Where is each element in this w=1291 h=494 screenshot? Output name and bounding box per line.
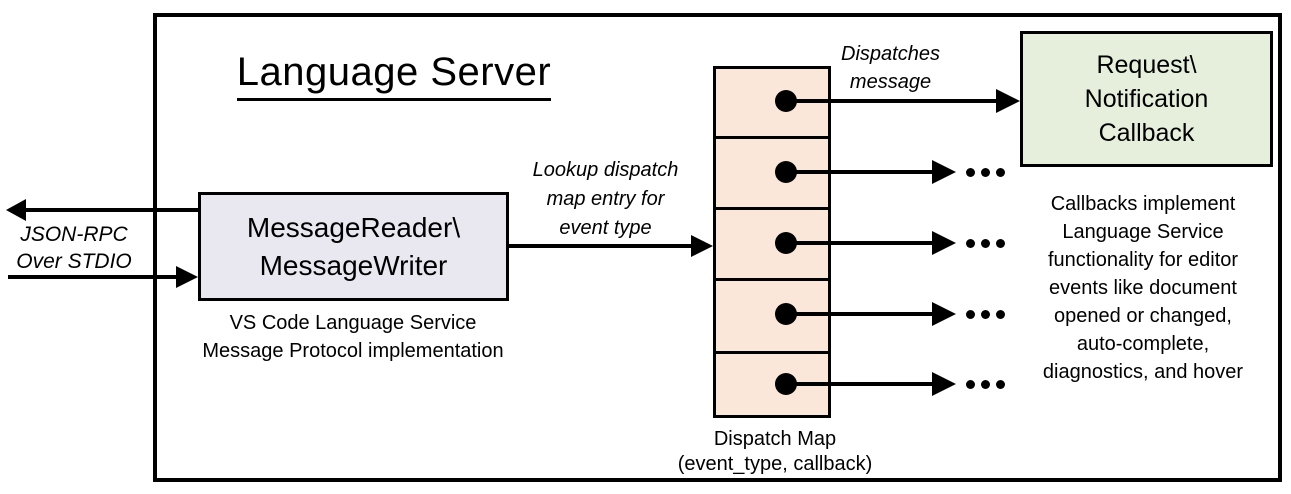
dispatch-arrow-2-line	[786, 170, 934, 174]
dispatch-map-divider	[716, 207, 828, 210]
lookup-arrowhead-icon	[691, 235, 713, 257]
diagram-title-text: Language Server	[236, 50, 552, 101]
stdio-out-arrow-line	[10, 208, 199, 212]
dispatches-label-line2: message	[849, 71, 932, 93]
json-rpc-label: JSON-RPC Over STDIO	[5, 221, 143, 275]
callbacks-note-line: opened or changed,	[1054, 305, 1232, 327]
callback-box-line1: Request\	[1096, 51, 1197, 79]
dispatch-arrow-1-line	[786, 99, 998, 103]
lookup-dispatch-label: Lookup dispatch map entry for event type	[508, 156, 703, 243]
reader-writer-caption-line2: Message Protocol implementation	[202, 340, 504, 362]
ellipsis-3-icon	[966, 310, 1005, 319]
dispatches-label-line1: Dispatches	[841, 43, 940, 65]
dispatch-arrow-1-head-icon	[996, 89, 1020, 113]
diagram-title: Language Server	[224, 50, 564, 101]
message-reader-writer-box: MessageReader\ MessageWriter	[198, 192, 509, 301]
dispatch-arrow-4-line	[786, 312, 934, 316]
dispatches-message-label: Dispatches message	[818, 40, 963, 96]
dispatch-arrow-5-line	[786, 382, 934, 386]
lookup-label-line3: event type	[559, 217, 652, 239]
ellipsis-2-icon	[966, 239, 1005, 248]
stdio-out-arrowhead-icon	[6, 199, 26, 221]
dispatch-arrow-4-head-icon	[932, 302, 956, 326]
dispatch-arrow-5-head-icon	[932, 372, 956, 396]
request-notification-callback-box: Request\ Notification Callback	[1020, 31, 1273, 167]
reader-writer-caption: VS Code Language Service Message Protoco…	[163, 309, 543, 365]
dispatch-map-caption-line1: Dispatch Map	[713, 428, 837, 450]
callback-box-line3: Callback	[1098, 119, 1195, 147]
dispatch-map-divider	[716, 351, 828, 354]
stdio-in-arrowhead-icon	[176, 266, 198, 288]
dispatch-map-divider	[716, 278, 828, 281]
ellipsis-4-icon	[966, 380, 1005, 389]
callbacks-note-line: auto-complete,	[1076, 333, 1210, 355]
dispatch-map-divider	[716, 136, 828, 139]
callbacks-note-line: events like document	[1049, 277, 1237, 299]
reader-writer-caption-line1: VS Code Language Service	[229, 312, 477, 334]
callbacks-note-line: functionality for editor	[1047, 249, 1239, 271]
callbacks-note: Callbacks implement Language Service fun…	[998, 190, 1288, 386]
language-server-boundary-box	[153, 13, 1282, 482]
dispatch-arrow-2-head-icon	[932, 160, 956, 184]
dispatch-map-caption: Dispatch Map (event_type, callback)	[650, 427, 900, 477]
lookup-label-line1: Lookup dispatch	[532, 159, 679, 181]
callback-box-line2: Notification	[1084, 85, 1209, 113]
lookup-label-line2: map entry for	[546, 188, 665, 210]
dispatch-arrow-3-line	[786, 241, 934, 245]
callbacks-note-line: Language Service	[1062, 221, 1224, 243]
dispatch-arrow-3-head-icon	[932, 231, 956, 255]
stdio-in-arrow-line	[8, 275, 178, 279]
message-reader-label: MessageReader\	[246, 211, 461, 243]
lookup-arrow-line	[509, 244, 693, 248]
callbacks-note-line: Callbacks implement	[1050, 193, 1236, 215]
ellipsis-1-icon	[966, 168, 1005, 177]
json-rpc-label-line1: JSON-RPC	[20, 223, 128, 246]
message-writer-label: MessageWriter	[259, 249, 448, 281]
dispatch-map-caption-line2: (event_type, callback)	[677, 453, 873, 475]
callbacks-note-line: diagnostics, and hover	[1042, 361, 1244, 383]
json-rpc-label-line2: Over STDIO	[16, 250, 132, 273]
